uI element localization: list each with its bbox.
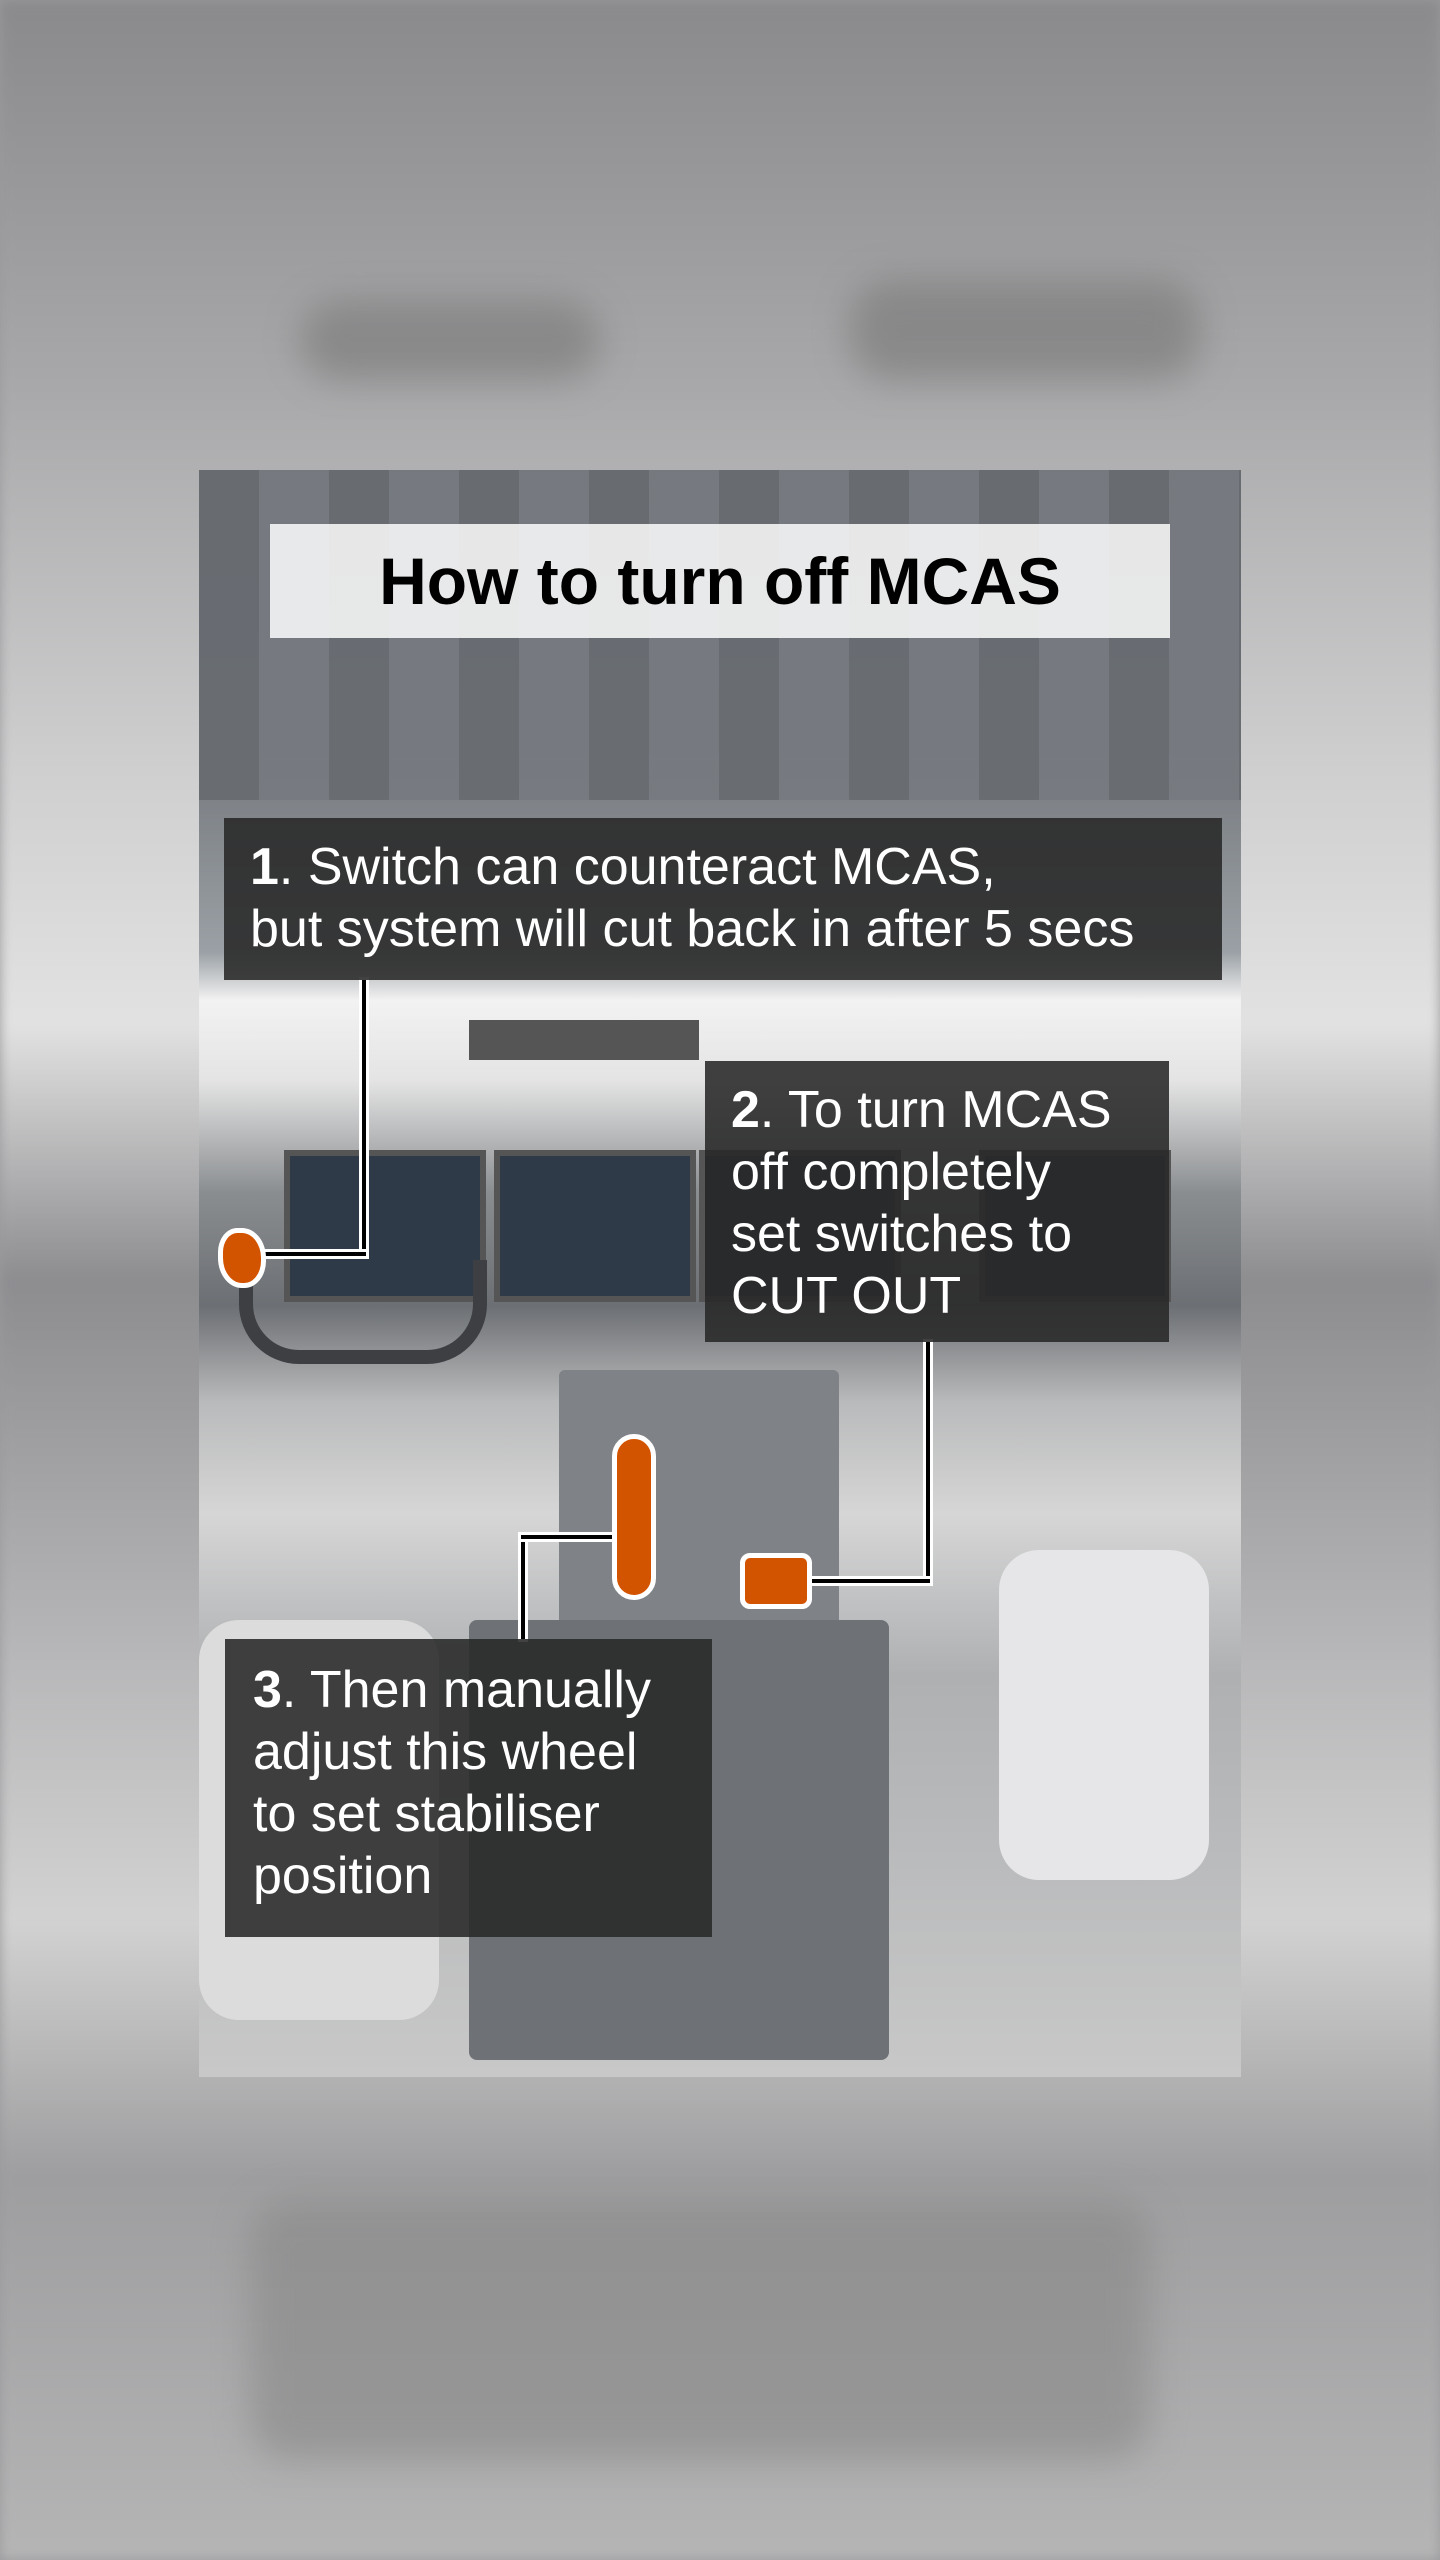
connector-line-2	[926, 1342, 930, 1583]
step-number: 1	[250, 838, 279, 896]
step-number: 2	[731, 1081, 760, 1139]
annotation-text: . Then manually	[281, 1661, 651, 1719]
trim-switch-marker	[218, 1228, 266, 1288]
annotation-line: adjust this wheel	[253, 1723, 638, 1781]
connector-line-3	[521, 1535, 525, 1639]
connector-line-2	[808, 1579, 930, 1583]
annotation-1: 1. Switch can counteract MCAS, but syste…	[224, 818, 1222, 980]
annotation-line: 1. Switch can counteract MCAS,	[250, 836, 1222, 898]
annotation-text: . To turn MCAS	[759, 1081, 1112, 1139]
control-yoke	[239, 1260, 487, 1364]
annotation-line: to set stabiliser	[253, 1785, 600, 1843]
annotation-line: set switches to	[731, 1205, 1073, 1263]
connector-line-3	[521, 1535, 621, 1539]
annotation-line: 2. To turn MCAS	[731, 1079, 1169, 1141]
background-blur-shape	[250, 2200, 1150, 2460]
annotation-line: CUT OUT	[731, 1267, 962, 1325]
annotation-line: but system will cut back in after 5 secs	[250, 900, 1135, 958]
background-blur-shape	[850, 280, 1200, 380]
annotation-line: 3. Then manually	[253, 1659, 712, 1721]
annotation-line: position	[253, 1847, 433, 1905]
annotation-line: off completely	[731, 1143, 1051, 1201]
stabiliser-trim-wheel-marker	[612, 1434, 656, 1600]
step-number: 3	[253, 1661, 282, 1719]
annotation-text: . Switch can counteract MCAS,	[278, 838, 996, 896]
background-blur-shape	[300, 300, 600, 380]
page-title: How to turn off MCAS	[270, 524, 1170, 638]
annotation-3: 3. Then manually adjust this wheel to se…	[225, 1639, 712, 1937]
copilot-seat	[999, 1550, 1209, 1880]
display-screen	[494, 1150, 696, 1302]
connector-line-1	[362, 980, 366, 1256]
stab-trim-cutout-switch-marker	[740, 1553, 812, 1609]
glareshield	[469, 1020, 699, 1060]
annotation-2: 2. To turn MCAS off completely set switc…	[705, 1061, 1169, 1342]
connector-line-1	[262, 1252, 366, 1256]
